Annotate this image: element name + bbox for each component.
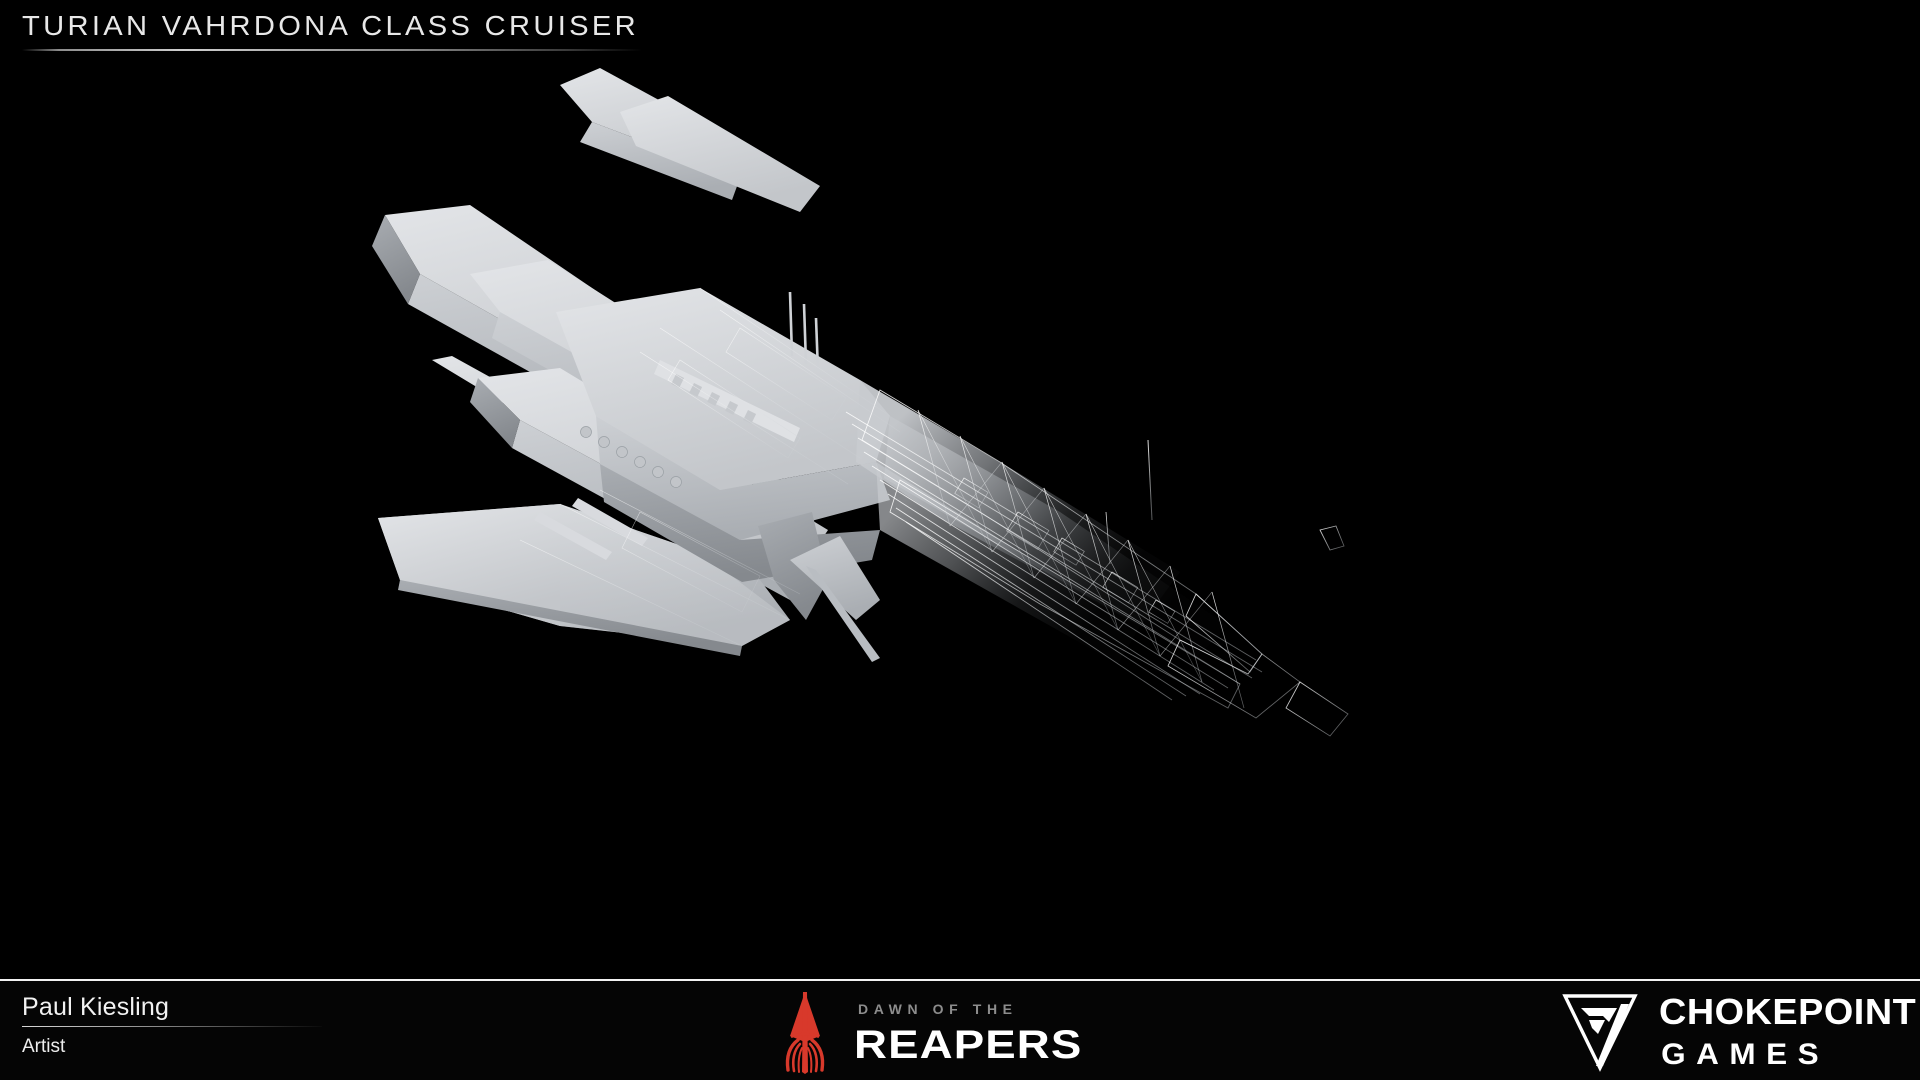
game-name: REAPERS [854, 1022, 1083, 1067]
title-block: TURIAN VAHRDONA CLASS CRUISER [22, 10, 922, 51]
game-logo: DAWN OF THE REAPERS [772, 989, 1081, 1075]
artist-name: Paul Kiesling [22, 993, 170, 1021]
ship-model-render [372, 68, 1349, 737]
studio-name-line-1: CHOKEPOINT [1658, 991, 1917, 1032]
artist-credit: Paul Kiesling Artist [22, 993, 352, 1058]
artist-role: Artist [22, 1036, 66, 1057]
page-title: TURIAN VAHRDONA CLASS CRUISER [22, 10, 639, 41]
reaper-emblem-icon [785, 992, 825, 1074]
hull-wireframe-section [519, 287, 1349, 737]
studio-logo-text: CHOKEPOINT GAMES [1659, 994, 1916, 1070]
title-underline-rule [22, 49, 642, 51]
hull-transition-section [856, 380, 1228, 664]
hull-solid-section [372, 68, 890, 662]
studio-name-line-2: GAMES [1661, 1038, 1830, 1071]
footer-bar: Paul Kiesling Artist [0, 979, 1920, 1080]
game-logo-text: DAWN OF THE REAPERS [854, 1000, 1081, 1065]
antenna-masts [788, 291, 820, 373]
game-tagline: DAWN OF THE [858, 1000, 1018, 1017]
render-viewport [0, 60, 1920, 980]
chokepoint-triangle-icon [1562, 994, 1638, 1072]
credit-divider-rule [22, 1026, 322, 1027]
studio-logo: CHOKEPOINT GAMES [1559, 987, 1916, 1077]
